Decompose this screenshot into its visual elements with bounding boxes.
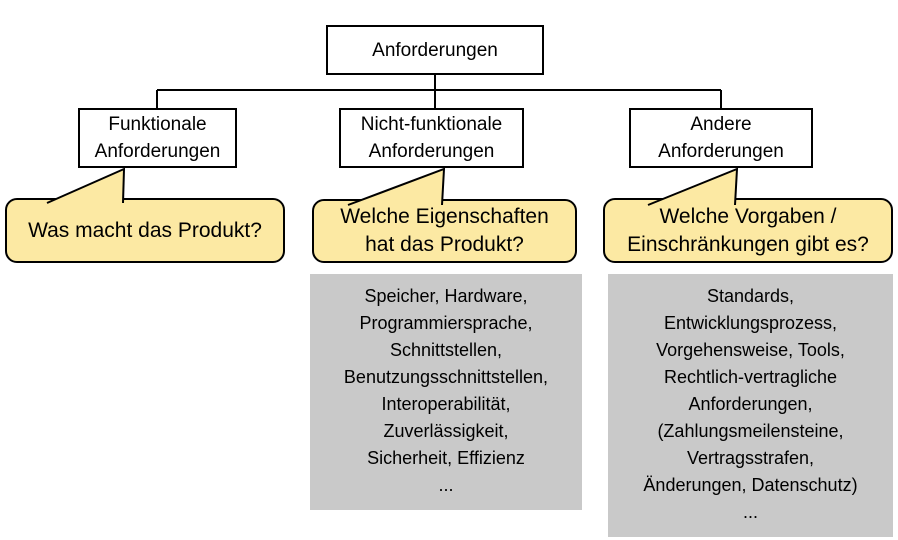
node-funktionale-anforderungen: Funktionale Anforderungen xyxy=(78,108,237,168)
details-nicht-funktionale-text: Speicher, Hardware, Programmiersprache, … xyxy=(343,286,549,495)
details-andere-text: Standards, Entwicklungsprozess, Vorgehen… xyxy=(643,286,858,522)
callout-funktionale-question: Was macht das Produkt? xyxy=(5,198,285,263)
callout-nicht-funktionale-text: Welche Eigenschaften hat das Produkt? xyxy=(340,205,549,256)
callout-andere-question: Welche Vorgaben / Einschränkungen gibt e… xyxy=(603,198,893,263)
node-funktionale-label: Funktionale Anforderungen xyxy=(94,114,221,162)
node-andere-label: Andere Anforderungen xyxy=(658,114,784,162)
details-andere-list: Standards, Entwicklungsprozess, Vorgehen… xyxy=(608,274,893,537)
callout-andere-text: Welche Vorgaben / Einschränkungen gibt e… xyxy=(627,204,869,256)
node-nicht-funktionale-anforderungen: Nicht-funktionale Anforderungen xyxy=(339,108,524,168)
details-nicht-funktionale-list: Speicher, Hardware, Programmiersprache, … xyxy=(310,274,582,510)
callout-nicht-funktionale-question: Welche Eigenschaften hat das Produkt? xyxy=(312,199,577,263)
node-andere-anforderungen: Andere Anforderungen xyxy=(629,108,813,168)
node-anforderungen: Anforderungen xyxy=(326,25,544,75)
node-nicht-funktionale-label: Nicht-funktionale Anforderungen xyxy=(360,114,503,162)
callout-funktionale-text: Was macht das Produkt? xyxy=(28,218,262,242)
node-anforderungen-label: Anforderungen xyxy=(372,39,498,61)
